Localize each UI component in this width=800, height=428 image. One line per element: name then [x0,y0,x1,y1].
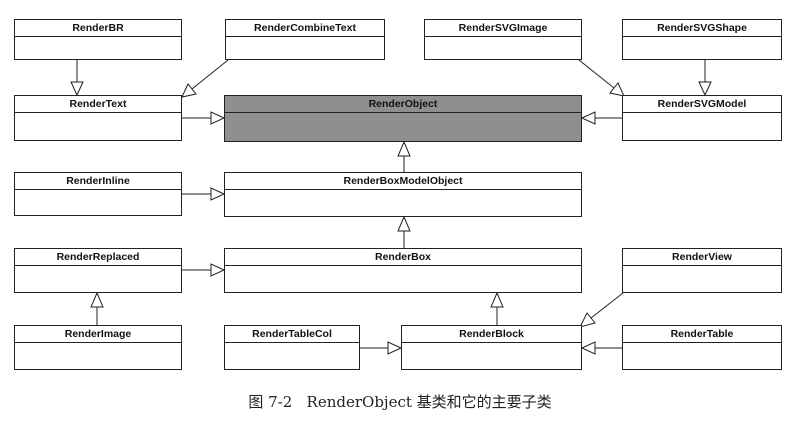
class-rendertext-name: RenderText [15,96,181,113]
class-renderblock-name: RenderBlock [402,326,581,343]
edge-renderblock-renderbox-arrow [490,291,504,308]
class-renderbox-name: RenderBox [225,249,581,266]
edge-renderview-renderblock-arrow [579,312,596,328]
class-rendertext: RenderText [14,95,182,141]
class-rendersvgmodel-name: RenderSVGModel [623,96,781,113]
edge-rendertable-renderblock-arrow [580,341,596,355]
class-rendercombinetext-name: RenderCombineText [226,20,384,37]
edge-rendersvgshape-rendersvgmodel-arrow [698,81,712,97]
edge-renderview-renderblock [590,292,624,319]
class-rendersvgshape-name: RenderSVGShape [623,20,781,37]
class-renderobject: RenderObject [224,95,582,142]
class-renderbr-name: RenderBR [15,20,181,37]
class-rendersvgimage: RenderSVGImage [424,19,582,60]
class-renderview: RenderView [622,248,782,293]
class-renderimage-name: RenderImage [15,326,181,343]
class-rendercombinetext: RenderCombineText [225,19,385,60]
class-rendersvgshape: RenderSVGShape [622,19,782,60]
class-renderreplaced-name: RenderReplaced [15,249,181,266]
edge-renderinline-renderboxmodelobject-arrow [210,187,226,201]
edge-rendercombinetext-rendertext [191,59,229,90]
edge-renderboxmodelobject-renderobject-arrow [397,140,411,157]
class-renderbr: RenderBR [14,19,182,60]
class-renderview-name: RenderView [623,249,781,266]
class-renderboxmodelobject-name: RenderBoxModelObject [225,173,581,190]
edge-renderbr-rendertext-arrow [70,81,84,97]
class-rendersvgimage-name: RenderSVGImage [425,20,581,37]
edge-rendersvgimage-rendersvgmodel [578,59,615,89]
class-renderimage: RenderImage [14,325,182,370]
edge-rendersvgmodel-renderobject-arrow [580,111,596,125]
figure-caption: 图 7-2 RenderObject 基类和它的主要子类 [248,393,552,411]
class-renderinline-name: RenderInline [15,173,181,190]
edge-rendertext-renderobject-arrow [210,111,226,125]
class-rendertablecol: RenderTableCol [224,325,360,370]
class-renderinline: RenderInline [14,172,182,216]
class-rendersvgmodel: RenderSVGModel [622,95,782,141]
class-renderboxmodelobject: RenderBoxModelObject [224,172,582,217]
class-rendertable-name: RenderTable [623,326,781,343]
class-renderobject-name: RenderObject [225,96,581,113]
class-renderbox: RenderBox [224,248,582,293]
edge-rendersvgimage-rendersvgmodel-arrow [609,82,625,97]
edge-renderbox-renderboxmodelobject-arrow [397,215,411,232]
class-renderreplaced: RenderReplaced [14,248,182,293]
class-rendertablecol-name: RenderTableCol [225,326,359,343]
edge-renderimage-renderreplaced-arrow [90,291,104,308]
class-renderblock: RenderBlock [401,325,582,370]
edge-renderreplaced-renderbox-arrow [210,263,226,277]
edge-rendertablecol-renderblock-arrow [387,341,403,355]
edge-rendercombinetext-rendertext-arrow [181,83,197,98]
class-rendertable: RenderTable [622,325,782,370]
